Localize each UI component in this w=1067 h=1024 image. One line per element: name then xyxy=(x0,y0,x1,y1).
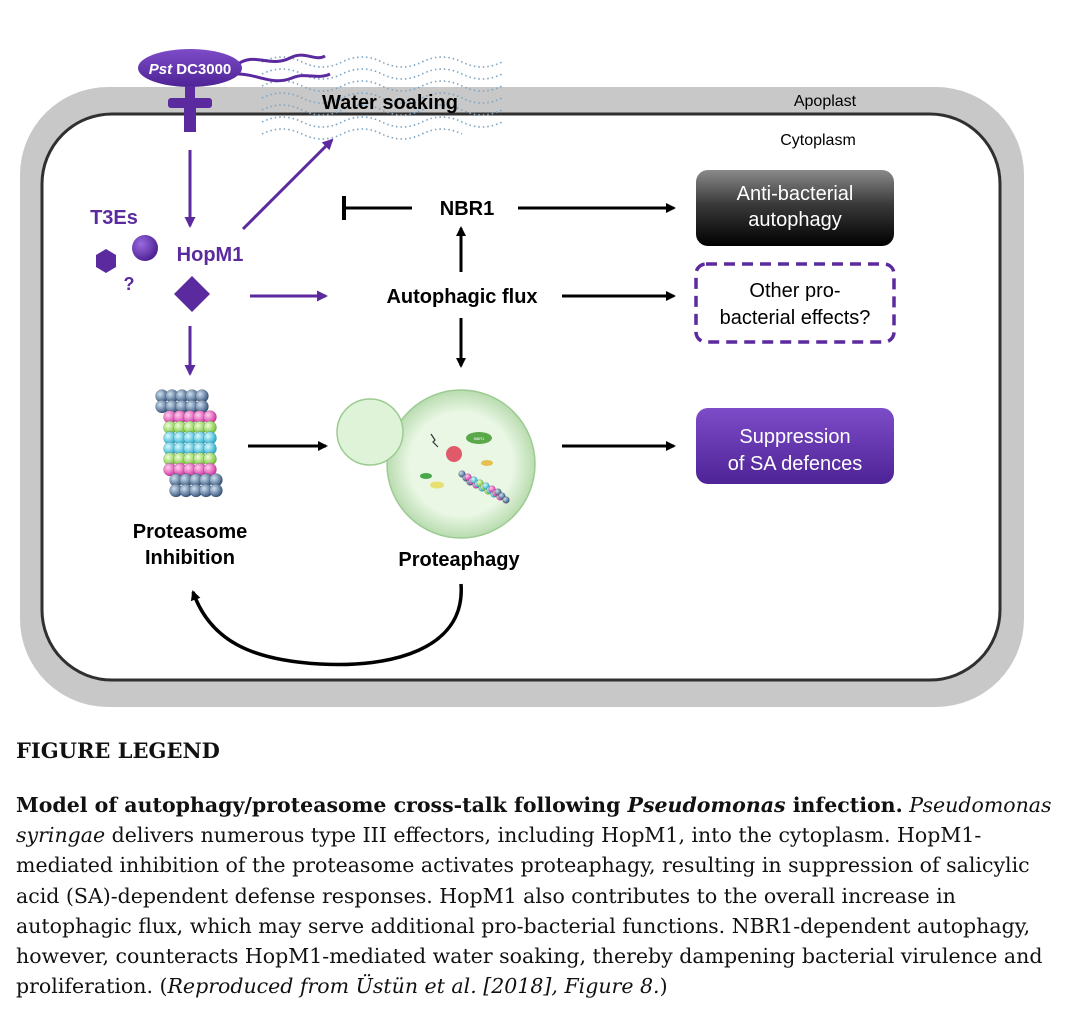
pathogen-label: Pst DC3000 xyxy=(149,61,232,78)
pst-bacterium: Pst DC3000 xyxy=(138,49,331,132)
vacuole xyxy=(386,389,536,539)
proteasome-subunit xyxy=(502,496,510,504)
water-soaking-label: Water soaking xyxy=(322,92,458,114)
arrow-hopm1-to-water-soaking xyxy=(241,138,334,231)
proteasome-subunit xyxy=(209,483,223,498)
vacuole-icon: NBR1 xyxy=(336,389,536,539)
hopm1-diamond-icon xyxy=(174,276,210,312)
autophagosome xyxy=(336,398,404,466)
t3es-label: T3Es xyxy=(90,207,138,229)
secretion-system-base xyxy=(168,98,212,108)
legend-species: Pseudomonas syringae xyxy=(16,793,1052,848)
proteasome-label-line1: Proteasome xyxy=(133,521,248,543)
vacuole-cargo xyxy=(446,446,462,462)
secretion-system-stalk xyxy=(185,86,195,104)
proteasome-label-line2: Inhibition xyxy=(145,547,235,569)
legend-text: delivers numerous type III effectors, in… xyxy=(16,823,1043,999)
nbr1-cargo-label: NBR1 xyxy=(474,436,485,441)
flagella xyxy=(237,72,331,83)
nbr1-cargo xyxy=(466,432,492,444)
bacterium-body xyxy=(138,49,242,87)
feedback-arrow xyxy=(190,583,463,667)
vacuole-cargo xyxy=(430,481,444,489)
legend-citation: Reproduced from Üstün et al. [2018], Fig… xyxy=(167,974,660,999)
anti-bacterial-autophagy-box: Anti-bacterial autophagy xyxy=(696,170,894,246)
flagella xyxy=(237,53,326,66)
vacuole-cargo xyxy=(420,473,432,479)
legend-body: Model of autophagy/proteasome cross-talk… xyxy=(16,793,1052,999)
secretion-system-needle xyxy=(184,108,196,132)
hopm1-label: HopM1 xyxy=(177,244,244,266)
vacuole-cargo xyxy=(430,433,439,448)
autophagy-proteasome-diagram: Water soaking Apoplast Cytoplasm Pst DC3… xyxy=(20,49,1024,707)
figure-legend: FIGURE LEGEND Model of autophagy/proteas… xyxy=(16,738,1056,1001)
suppression-sa-box: Suppression of SA defences xyxy=(696,408,894,484)
other-line1: Other pro- xyxy=(749,280,840,302)
cytoplasm-label: Cytoplasm xyxy=(780,132,856,149)
proteaphagy-label: Proteaphagy xyxy=(398,549,520,571)
unknown-effector-mark: ? xyxy=(124,274,135,294)
proteasome-icon xyxy=(155,389,223,498)
cell-membrane xyxy=(40,112,1002,682)
vacuole-cargo xyxy=(481,460,493,466)
other-pro-bacterial-box: Other pro- bacterial effects? xyxy=(694,262,896,344)
autophagic-flux-label: Autophagic flux xyxy=(386,286,537,308)
legend-heading: FIGURE LEGEND xyxy=(16,738,220,763)
nbr1-label: NBR1 xyxy=(440,198,494,220)
water-soaking-waves xyxy=(261,56,503,140)
other-line2: bacterial effects? xyxy=(720,307,871,329)
suppression-line1: Suppression xyxy=(739,426,850,448)
anti-bacterial-line1: Anti-bacterial xyxy=(737,183,854,205)
effector-hexagon-icon xyxy=(96,249,116,273)
suppression-line2: of SA defences xyxy=(728,453,863,475)
apoplast-label: Apoplast xyxy=(794,93,857,110)
inhibition-bar xyxy=(342,196,412,220)
legend-title: Model of autophagy/proteasome cross-talk… xyxy=(16,793,903,817)
effector-sphere-icon xyxy=(132,235,158,261)
anti-bacterial-line2: autophagy xyxy=(748,209,841,231)
